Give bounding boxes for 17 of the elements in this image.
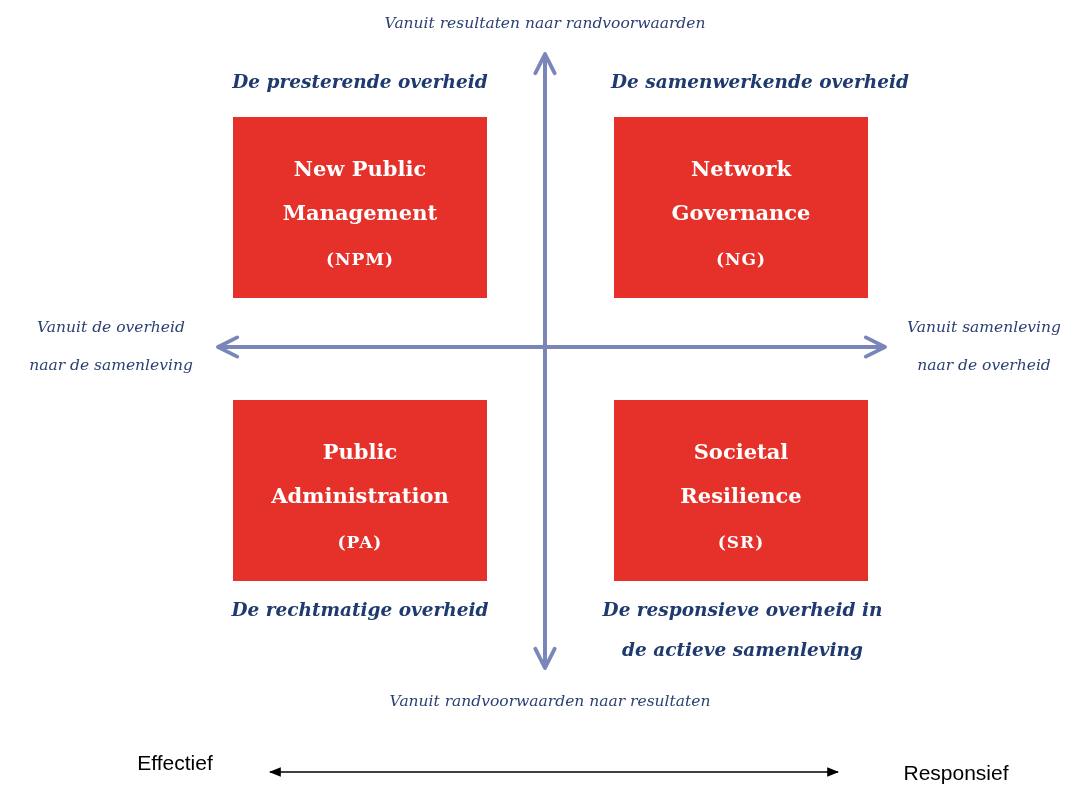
quadrant-box: Network Governance (NG)	[614, 117, 868, 298]
axis-label: Vanuit resultaten naar randvoorwaarden	[383, 13, 707, 34]
quadrant-box: Public Administration (PA)	[233, 400, 487, 581]
quadrant-box: New Public Management (NPM)	[233, 117, 487, 298]
scale-label: Responsief	[903, 760, 1009, 786]
axis-label: Vanuit de overheid naar de samenleving	[28, 317, 194, 376]
quadrant-heading: De responsieve overheid in de actieve samenleving	[601, 598, 884, 662]
quadrant-box: Societal Resilience (SR)	[614, 400, 868, 581]
axis-arrow	[216, 335, 887, 359]
scale-label: Effectief	[137, 750, 213, 776]
axis-label: Vanuit samenleving naar de overheid	[906, 317, 1062, 376]
quadrant-heading: De presterende overheid	[231, 70, 489, 94]
quadrant-heading: De rechtmatige overheid	[230, 598, 490, 622]
axis-label: Vanuit randvoorwaarden naar resultaten	[388, 691, 712, 712]
quadrant-heading: De samenwerkende overheid	[609, 70, 910, 94]
double-arrow	[268, 767, 840, 777]
axis-arrow	[533, 52, 557, 670]
